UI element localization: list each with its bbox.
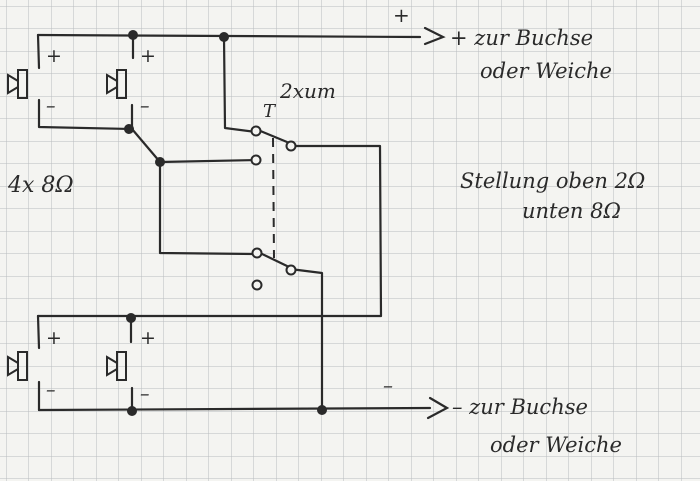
config-label: 4x 8Ω — [7, 173, 74, 198]
destination-bottom-line2: oder Weiche — [490, 433, 622, 457]
switch1-throw-a — [285, 140, 297, 152]
wire-center-to-switch — [158, 158, 259, 164]
switch-label: 2xum — [279, 79, 336, 103]
wire-bottom-rail — [37, 406, 432, 412]
switch2-throw-a — [285, 264, 297, 276]
destination-top-line1: + zur Buchse — [450, 26, 593, 50]
speaker2-plus: + — [140, 45, 156, 67]
switch1-blade — [256, 128, 289, 144]
speaker3-minus: – — [46, 379, 56, 401]
junction-center — [155, 157, 165, 167]
wire-bottom-left-down — [36, 314, 41, 350]
switch-t-label: T — [263, 101, 277, 122]
junction-bottom-mid — [126, 313, 136, 323]
wire-top-rail — [36, 33, 422, 39]
switch-contacts — [250, 125, 297, 291]
speaker1-minus: – — [46, 95, 56, 117]
arrow-bottom — [426, 396, 450, 420]
junctions — [124, 30, 327, 416]
speaker4-minus: – — [140, 383, 150, 405]
speaker4-plus: + — [140, 327, 156, 349]
wire-switch1-right — [36, 144, 383, 318]
wire-switch2-right — [288, 267, 324, 412]
arrow-top — [423, 26, 446, 46]
junction-bottom-series — [127, 406, 137, 416]
setting-line1: Stellung oben 2Ω — [460, 169, 645, 193]
destination-bottom-line1: – zur Buchse — [452, 395, 588, 419]
switch2-blade — [256, 250, 289, 268]
junction-bottom-switch — [317, 405, 327, 415]
switch1-throw-b — [250, 154, 262, 166]
switch1-common — [250, 125, 262, 137]
junction-top-series — [124, 124, 134, 134]
wire-top-series — [37, 98, 134, 131]
minus-label: – — [383, 373, 393, 397]
arrows — [423, 26, 450, 420]
plus-label: + — [393, 3, 410, 27]
wire-top-to-switch — [222, 35, 258, 134]
wire-top-left-down — [36, 33, 41, 70]
setting-line2: unten 8Ω — [522, 199, 621, 223]
junction-top-mid — [128, 30, 138, 40]
wire-center-link — [130, 127, 259, 256]
switch-gang-link — [272, 137, 275, 259]
destination-top-line2: oder Weiche — [480, 59, 612, 83]
speaker3-plus: + — [46, 327, 62, 349]
switch2-throw-b — [251, 279, 263, 291]
speaker1-plus: + — [46, 45, 62, 67]
speaker2-minus: – — [140, 95, 150, 117]
junction-top-switch — [219, 32, 229, 42]
wires — [36, 33, 432, 412]
switch2-common — [251, 247, 263, 259]
